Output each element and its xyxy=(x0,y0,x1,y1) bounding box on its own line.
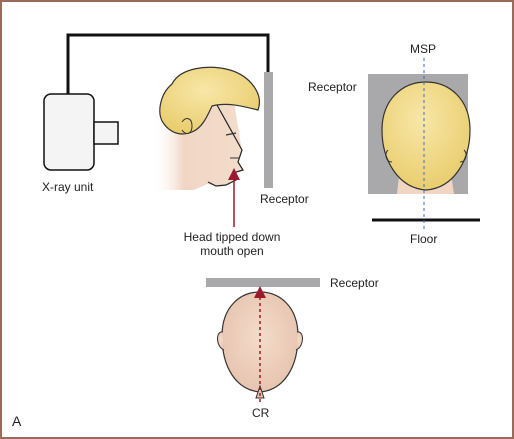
msp-label: MSP xyxy=(410,42,437,56)
floor-label: Floor xyxy=(410,232,438,246)
xray-cable xyxy=(66,33,270,95)
top-receptor-label: Receptor xyxy=(330,276,379,290)
cr-label: CR xyxy=(252,406,270,420)
side-head-icon xyxy=(152,66,260,190)
xray-unit-label: X-ray unit xyxy=(42,180,94,194)
side-receptor-label: Receptor xyxy=(260,192,309,206)
xray-unit-icon xyxy=(43,93,119,171)
top-receptor xyxy=(206,278,320,287)
back-receptor-label: Receptor xyxy=(308,80,357,94)
back-head-icon xyxy=(381,81,471,194)
side-receptor xyxy=(264,72,273,188)
head-note-line2: mouth open xyxy=(200,244,264,258)
head-note-line1: Head tipped down xyxy=(183,230,281,244)
figure-letter: A xyxy=(12,413,22,429)
